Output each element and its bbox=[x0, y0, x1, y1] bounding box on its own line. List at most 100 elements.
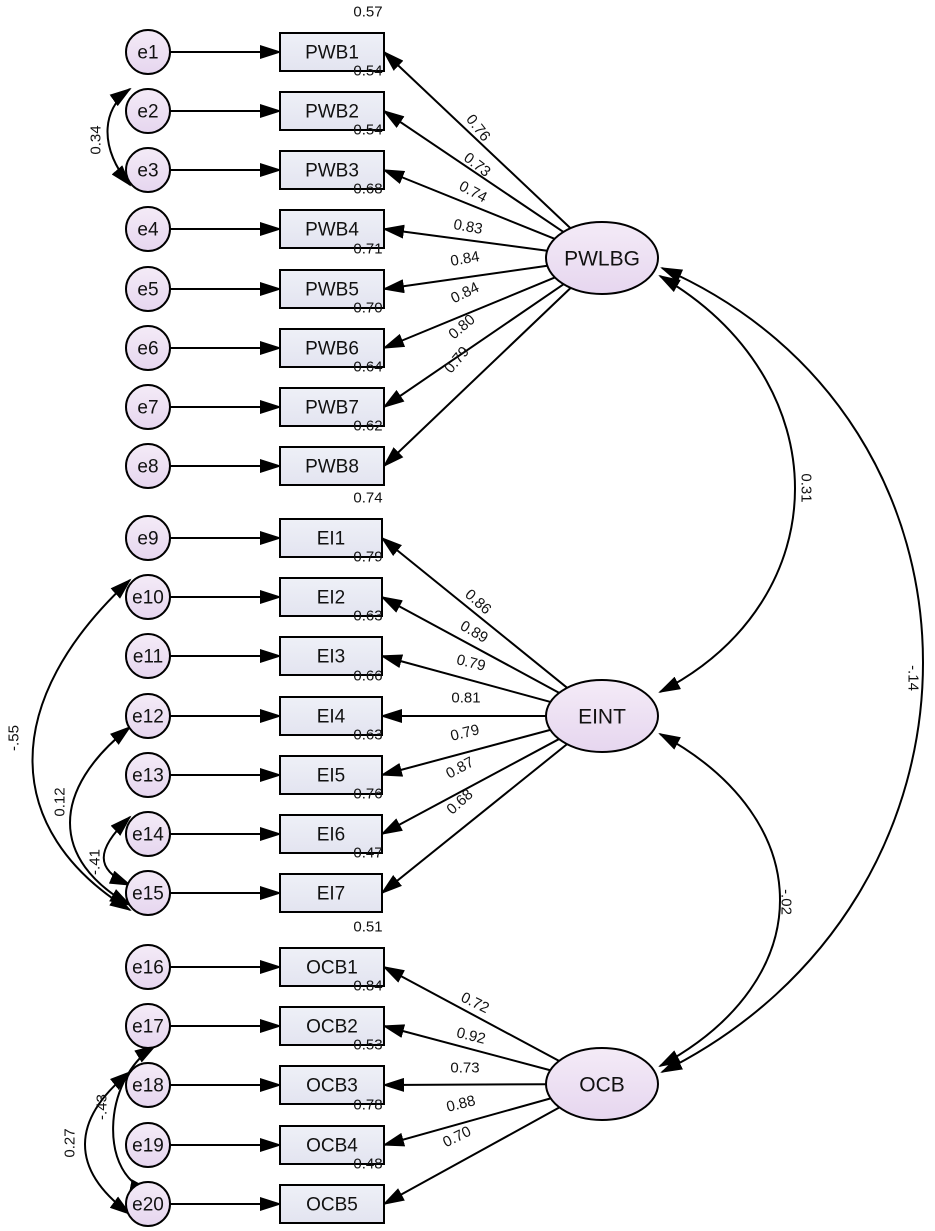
latent-node bbox=[545, 679, 659, 753]
error-circle bbox=[125, 384, 171, 430]
indicator-box bbox=[279, 518, 383, 558]
indicator-label: PWB5 bbox=[305, 280, 359, 301]
error-label: e4 bbox=[137, 220, 159, 241]
loading-arrow bbox=[382, 1097, 551, 1147]
indicator-box bbox=[279, 1006, 385, 1046]
indicator-label: PWB6 bbox=[305, 339, 359, 360]
indicator-label: EI4 bbox=[317, 707, 346, 728]
indicator-label: OCB5 bbox=[306, 1195, 358, 1216]
error-label: e15 bbox=[132, 884, 164, 905]
error-label: e12 bbox=[132, 707, 164, 728]
indicator-box bbox=[279, 150, 385, 190]
indicator-box bbox=[279, 696, 383, 736]
loading-arrow bbox=[382, 224, 548, 252]
indicator-box bbox=[279, 947, 385, 987]
error-label: e5 bbox=[137, 280, 158, 301]
error-circle bbox=[125, 693, 171, 739]
error-label: e19 bbox=[132, 1136, 164, 1157]
latent-label: EINT bbox=[578, 706, 626, 729]
error-label: e16 bbox=[132, 958, 164, 979]
indicator-label: EI7 bbox=[317, 884, 346, 905]
indicator-label: OCB1 bbox=[306, 958, 358, 979]
loading-label: 0.84 bbox=[449, 248, 481, 270]
indicator-box bbox=[279, 209, 385, 249]
loading-arrow bbox=[382, 1024, 551, 1072]
error-label: e3 bbox=[137, 161, 158, 182]
loading-arrow bbox=[380, 536, 568, 689]
error-circle bbox=[125, 29, 171, 75]
indicator-label: PWB3 bbox=[305, 161, 359, 182]
error-covariance-label-e14-e15: -.41 bbox=[87, 849, 104, 875]
error-circle bbox=[125, 633, 171, 679]
error-covariance-arc-e17-e19 bbox=[112, 1044, 157, 1193]
indicator-label: PWB7 bbox=[305, 398, 359, 419]
covariance-label-pwlbg-eint: 0.31 bbox=[798, 473, 815, 502]
indicator-box bbox=[279, 328, 385, 368]
indicator-box bbox=[279, 387, 385, 427]
error-label: e10 bbox=[132, 588, 164, 609]
loading-arrow bbox=[380, 654, 551, 703]
indicator-box bbox=[279, 1184, 385, 1224]
latent-node bbox=[545, 1047, 659, 1121]
error-circle bbox=[125, 870, 171, 916]
loading-arrow bbox=[382, 264, 548, 294]
r-squared-label: 0.74 bbox=[353, 490, 382, 507]
loading-label: 0.79 bbox=[449, 721, 481, 745]
loading-label: 0.73 bbox=[460, 149, 493, 180]
error-label: e11 bbox=[133, 647, 163, 668]
error-circle bbox=[125, 88, 171, 134]
loading-label: 0.72 bbox=[458, 989, 492, 1017]
loading-arrow bbox=[382, 966, 560, 1062]
covariance-arc-eint-ocb bbox=[658, 733, 781, 1067]
error-circle bbox=[125, 147, 171, 193]
error-circle bbox=[125, 1062, 171, 1108]
error-circle bbox=[125, 574, 171, 620]
r-squared-label: 0.54 bbox=[353, 63, 382, 80]
r-squared-label: 0.62 bbox=[353, 418, 382, 435]
error-label: e13 bbox=[132, 766, 164, 787]
latent-label: PWLBG bbox=[564, 248, 640, 271]
indicator-box bbox=[279, 814, 383, 854]
loading-arrow bbox=[382, 50, 572, 229]
indicator-box bbox=[279, 577, 383, 617]
loading-label: 0.81 bbox=[451, 690, 480, 707]
r-squared-label: 0.71 bbox=[353, 241, 382, 258]
error-circle bbox=[125, 1122, 171, 1168]
indicator-box bbox=[279, 32, 385, 72]
error-covariance-label-e18-e20: 0.27 bbox=[62, 1128, 79, 1157]
indicator-label: EI5 bbox=[317, 766, 346, 787]
loading-label: 0.92 bbox=[455, 1024, 487, 1048]
error-circle bbox=[125, 1181, 171, 1227]
indicator-box bbox=[279, 269, 385, 309]
indicator-box bbox=[279, 446, 385, 486]
indicator-box bbox=[279, 1065, 385, 1105]
error-covariance-label-e10-e15: -.55 bbox=[6, 725, 23, 751]
error-circle bbox=[125, 752, 171, 798]
error-label: e14 bbox=[132, 825, 164, 846]
r-squared-label: 0.63 bbox=[353, 608, 382, 625]
indicator-label: EI1 bbox=[317, 529, 346, 550]
error-label: e6 bbox=[137, 339, 158, 360]
r-squared-label: 0.54 bbox=[353, 122, 382, 139]
indicator-label: PWB4 bbox=[305, 220, 359, 241]
error-circle bbox=[125, 443, 171, 489]
loading-arrow bbox=[382, 287, 572, 468]
error-label: e17 bbox=[132, 1017, 164, 1038]
latent-node bbox=[545, 221, 659, 295]
r-squared-label: 0.64 bbox=[353, 359, 382, 376]
indicator-box bbox=[279, 755, 383, 795]
r-squared-label: 0.79 bbox=[353, 549, 382, 566]
error-covariance-arc-e12-e15 bbox=[69, 725, 132, 906]
error-circle bbox=[125, 206, 171, 252]
error-covariance-label-e2-e3: 0.34 bbox=[88, 125, 105, 154]
r-squared-label: 0.70 bbox=[353, 300, 382, 317]
covariance-arc-pwlbg-eint bbox=[658, 274, 796, 693]
indicator-label: EI6 bbox=[317, 825, 346, 846]
indicator-label: PWB2 bbox=[305, 102, 359, 123]
loading-arrow bbox=[382, 1077, 547, 1092]
loading-label: 0.76 bbox=[462, 111, 493, 144]
loading-label: 0.88 bbox=[445, 1092, 477, 1116]
loading-label: 0.84 bbox=[448, 279, 482, 307]
r-squared-label: 0.66 bbox=[353, 668, 382, 685]
indicator-box bbox=[279, 636, 383, 676]
